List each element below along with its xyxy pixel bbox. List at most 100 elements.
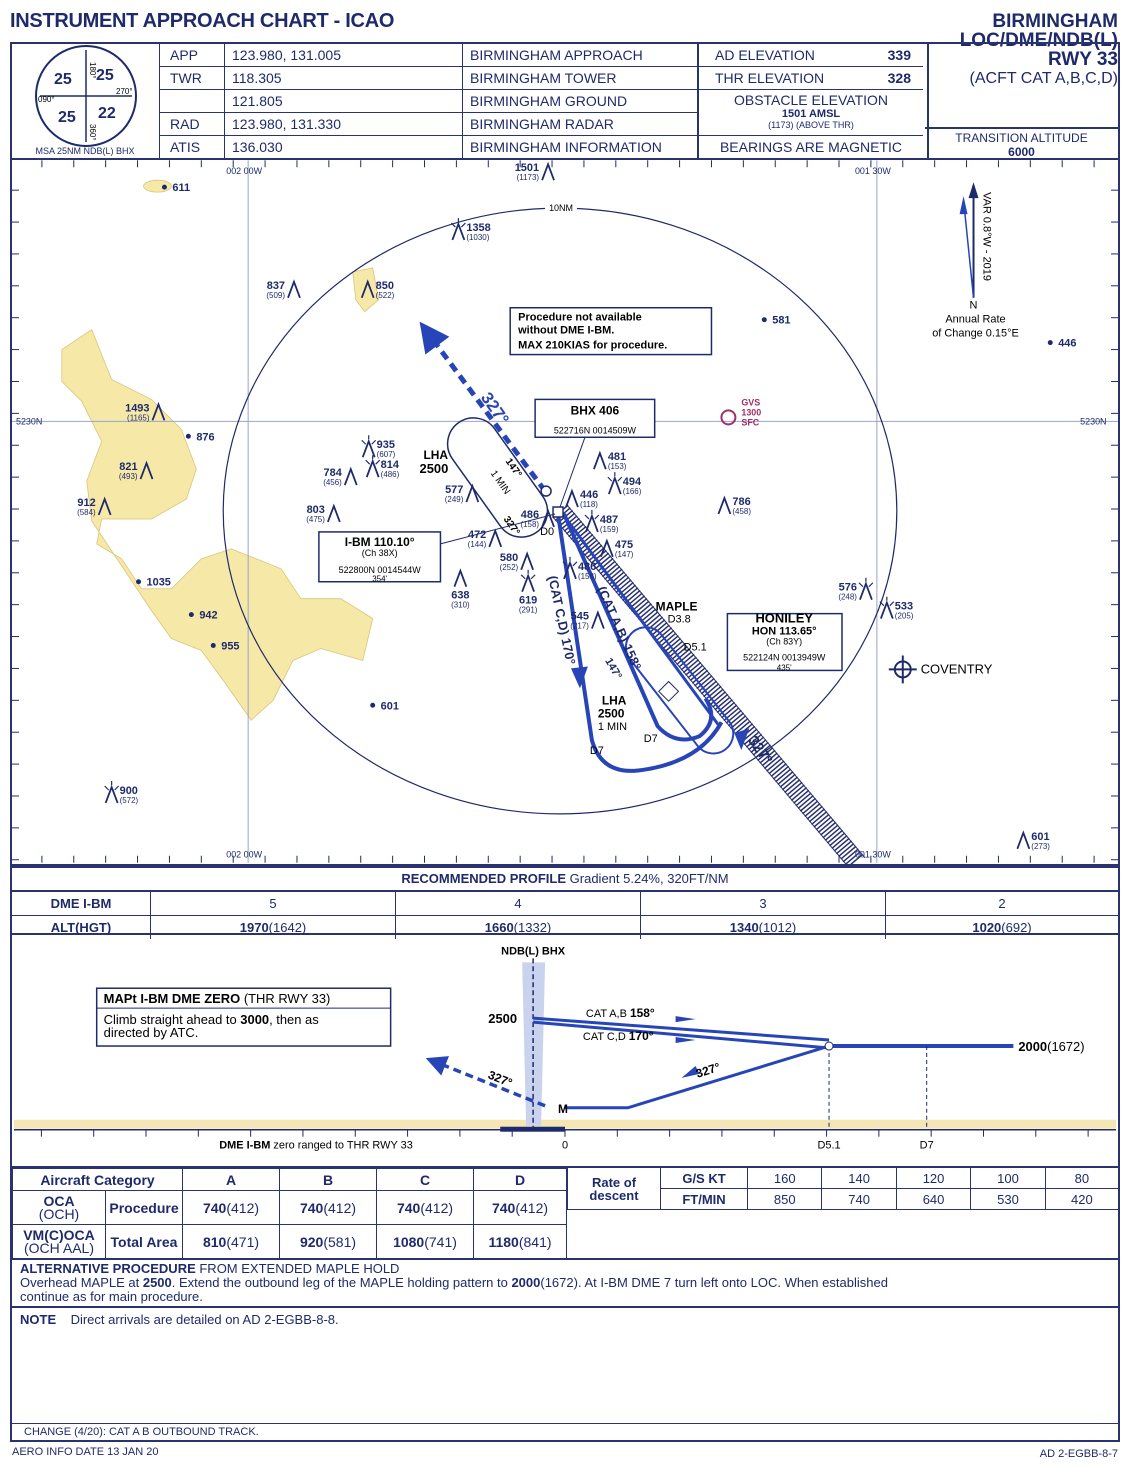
dme-value: 2 — [885, 891, 1118, 916]
obstacle-elevation: 619 — [519, 595, 537, 607]
maple-hold-time: 1 MIN — [598, 721, 627, 733]
obstacle-height: (509) — [266, 291, 285, 300]
ad-elevation-row: AD ELEVATION 339 — [699, 44, 923, 67]
obstacle-elevation: 576 — [839, 582, 857, 594]
obstacle: 533(205) — [879, 596, 914, 621]
msa-sector: 25 — [96, 67, 114, 84]
spot-height-icon — [136, 579, 142, 585]
vor-info-box: HONILEY HON 113.65° (Ch 83Y) 522124N 001… — [726, 611, 843, 672]
obstacle-icon — [365, 458, 380, 478]
annual-rate-value: of Change 0.15°E — [932, 328, 1019, 340]
category-c: C — [376, 1168, 474, 1191]
gs-value: 100 — [970, 1168, 1046, 1189]
obstacle-icon — [453, 568, 468, 588]
alt-value: 1340(1012) — [640, 915, 886, 939]
inbound-track — [560, 512, 721, 728]
map-border-ticks — [12, 160, 1118, 863]
obstacle-elevation: 601 — [1031, 831, 1049, 843]
obstacle-height: (475) — [306, 515, 325, 524]
obstacle: 786(458) — [717, 495, 751, 516]
obstacle-elevation: 533 — [895, 601, 913, 613]
profile-table: DME I-BM 5 4 3 2 ALT(HGT) 1970(1642) 166… — [12, 891, 1118, 939]
approach-tracks — [556, 512, 735, 773]
obstacle-elevation: 446 — [1058, 338, 1076, 350]
alt: 1660 — [484, 920, 514, 935]
procedure-minima-b: 740(412) — [279, 1190, 377, 1225]
total-minima-c: 1080(741) — [376, 1224, 474, 1259]
obstacle-height: (522) — [376, 291, 395, 300]
transition-altitude-value: 6000 — [1008, 145, 1035, 159]
hgt: (1332) — [513, 920, 552, 935]
hold-altitude: 2000 — [1018, 1039, 1047, 1054]
oca: 740 — [396, 1199, 421, 1216]
obstacle-elevation: 837 — [267, 280, 285, 292]
mapt-text: directed by ATC. — [104, 1025, 199, 1040]
msa-box: 180° 270° 090° 360° 25 25 25 22 MSA 25NM… — [12, 44, 160, 158]
longitude-label: 001 30W — [855, 166, 891, 176]
dme-mark: D0 — [540, 526, 554, 538]
oca-label: OCA(OCH) — [12, 1190, 106, 1225]
obstacle-height: (607) — [377, 450, 396, 459]
obstacle: 580(252) — [500, 551, 534, 572]
msa-bearing-270: 270° — [116, 87, 133, 96]
obstacle: 1501(1173) — [515, 161, 555, 182]
cat-cd-track — [556, 513, 724, 773]
dme-mark: D7 — [644, 733, 658, 745]
obstacle-height: (458) — [732, 507, 751, 516]
dme-tick-label: D5.1 — [817, 1140, 840, 1152]
procedure-name: LOC/DME/NDB(L) — [959, 30, 1118, 51]
hgt: (1642) — [268, 920, 307, 935]
maple-fix-dme: D3.8 — [668, 614, 691, 626]
obstacle: 446(118) — [565, 488, 598, 509]
obstacle-elevation: 1493 — [125, 402, 149, 414]
obstacle-icon — [565, 488, 579, 508]
obstacle-elevation: 580 — [500, 552, 518, 564]
obstacle-elevation: 494 — [623, 476, 642, 488]
maple-fix-symbol — [658, 680, 680, 702]
recommended-profile: RECOMMENDED PROFILE Gradient 5.24%, 320F… — [10, 866, 1120, 939]
och: (471) — [226, 1233, 260, 1250]
alternative-procedure: ALTERNATIVE PROCEDURE FROM EXTENDED MAPL… — [10, 1258, 1120, 1308]
profile-gradient: Gradient 5.24%, 320FT/NM — [569, 871, 729, 886]
obstacle: 900(572) — [104, 781, 139, 805]
msa-label: MSA 25NM NDB(L) BHX — [35, 146, 134, 156]
obstacle-icon — [859, 581, 873, 600]
och: (581) — [323, 1233, 357, 1250]
obstacles-layer: 6111501(1173)1358(1030)837(509)850(522)5… — [77, 161, 1076, 851]
alt-value: 1660(1332) — [395, 915, 641, 939]
obstacle-icon — [585, 513, 599, 533]
obstacle-height: (217) — [570, 622, 589, 631]
freq-value: 136.030 — [232, 139, 283, 155]
obstacle-height: (118) — [580, 500, 598, 509]
och: (741) — [424, 1233, 457, 1250]
header-block: 180° 270° 090° 360° 25 25 25 22 MSA 25NM… — [10, 42, 1120, 160]
variation-label: VAR 0.8°W - 2019 — [980, 192, 992, 281]
spot-height: 601 — [370, 700, 399, 712]
obstacle: 1358(1030) — [450, 218, 491, 242]
dme-row: DME I-BM 5 4 3 2 — [12, 891, 1118, 916]
plan-view-map: 002 00W 002 00W 001 30W 001 30W 5230N 52… — [10, 160, 1120, 866]
obstacle-elevation: 814 — [381, 459, 400, 471]
obstacle: 487(159) — [584, 510, 619, 534]
obstacle: 821(493) — [119, 460, 154, 481]
obstacle: 494(166) — [607, 472, 642, 496]
obstacle-height: (456) — [323, 478, 342, 487]
obstacle-elevation: 876 — [196, 431, 214, 443]
obstacle-height: (291) — [519, 606, 538, 615]
obstacle-height: (249) — [445, 495, 464, 504]
obstacle: 850(522) — [360, 279, 395, 300]
svg-text:Climb straight ahead to 3000,: Climb straight ahead to 3000, then as — [104, 1012, 319, 1027]
obstacle: 486(158) — [562, 556, 597, 581]
obstacle: 814(486) — [365, 455, 400, 479]
freq-row: RAD 123.980, 131.330 BIRMINGHAM RADAR — [160, 113, 698, 136]
alt-proc-text: Overhead MAPLE at — [20, 1275, 143, 1290]
och: (412) — [226, 1199, 260, 1216]
rate-of-descent-label: Rate of descent — [567, 1168, 661, 1210]
obstacle: 486(158) — [520, 508, 555, 529]
hold-time: 1 MIN — [488, 469, 512, 497]
vmc-label: VM(C)OCA(OCH AAL) — [12, 1224, 106, 1259]
obstacle-elevation: OBSTACLE ELEVATION 1501 AMSL (1173) (ABO… — [699, 91, 923, 136]
lighted-icon — [365, 455, 381, 465]
obstacle-elevation: 821 — [119, 461, 137, 473]
mapt-altitude: 3000 — [240, 1012, 269, 1027]
